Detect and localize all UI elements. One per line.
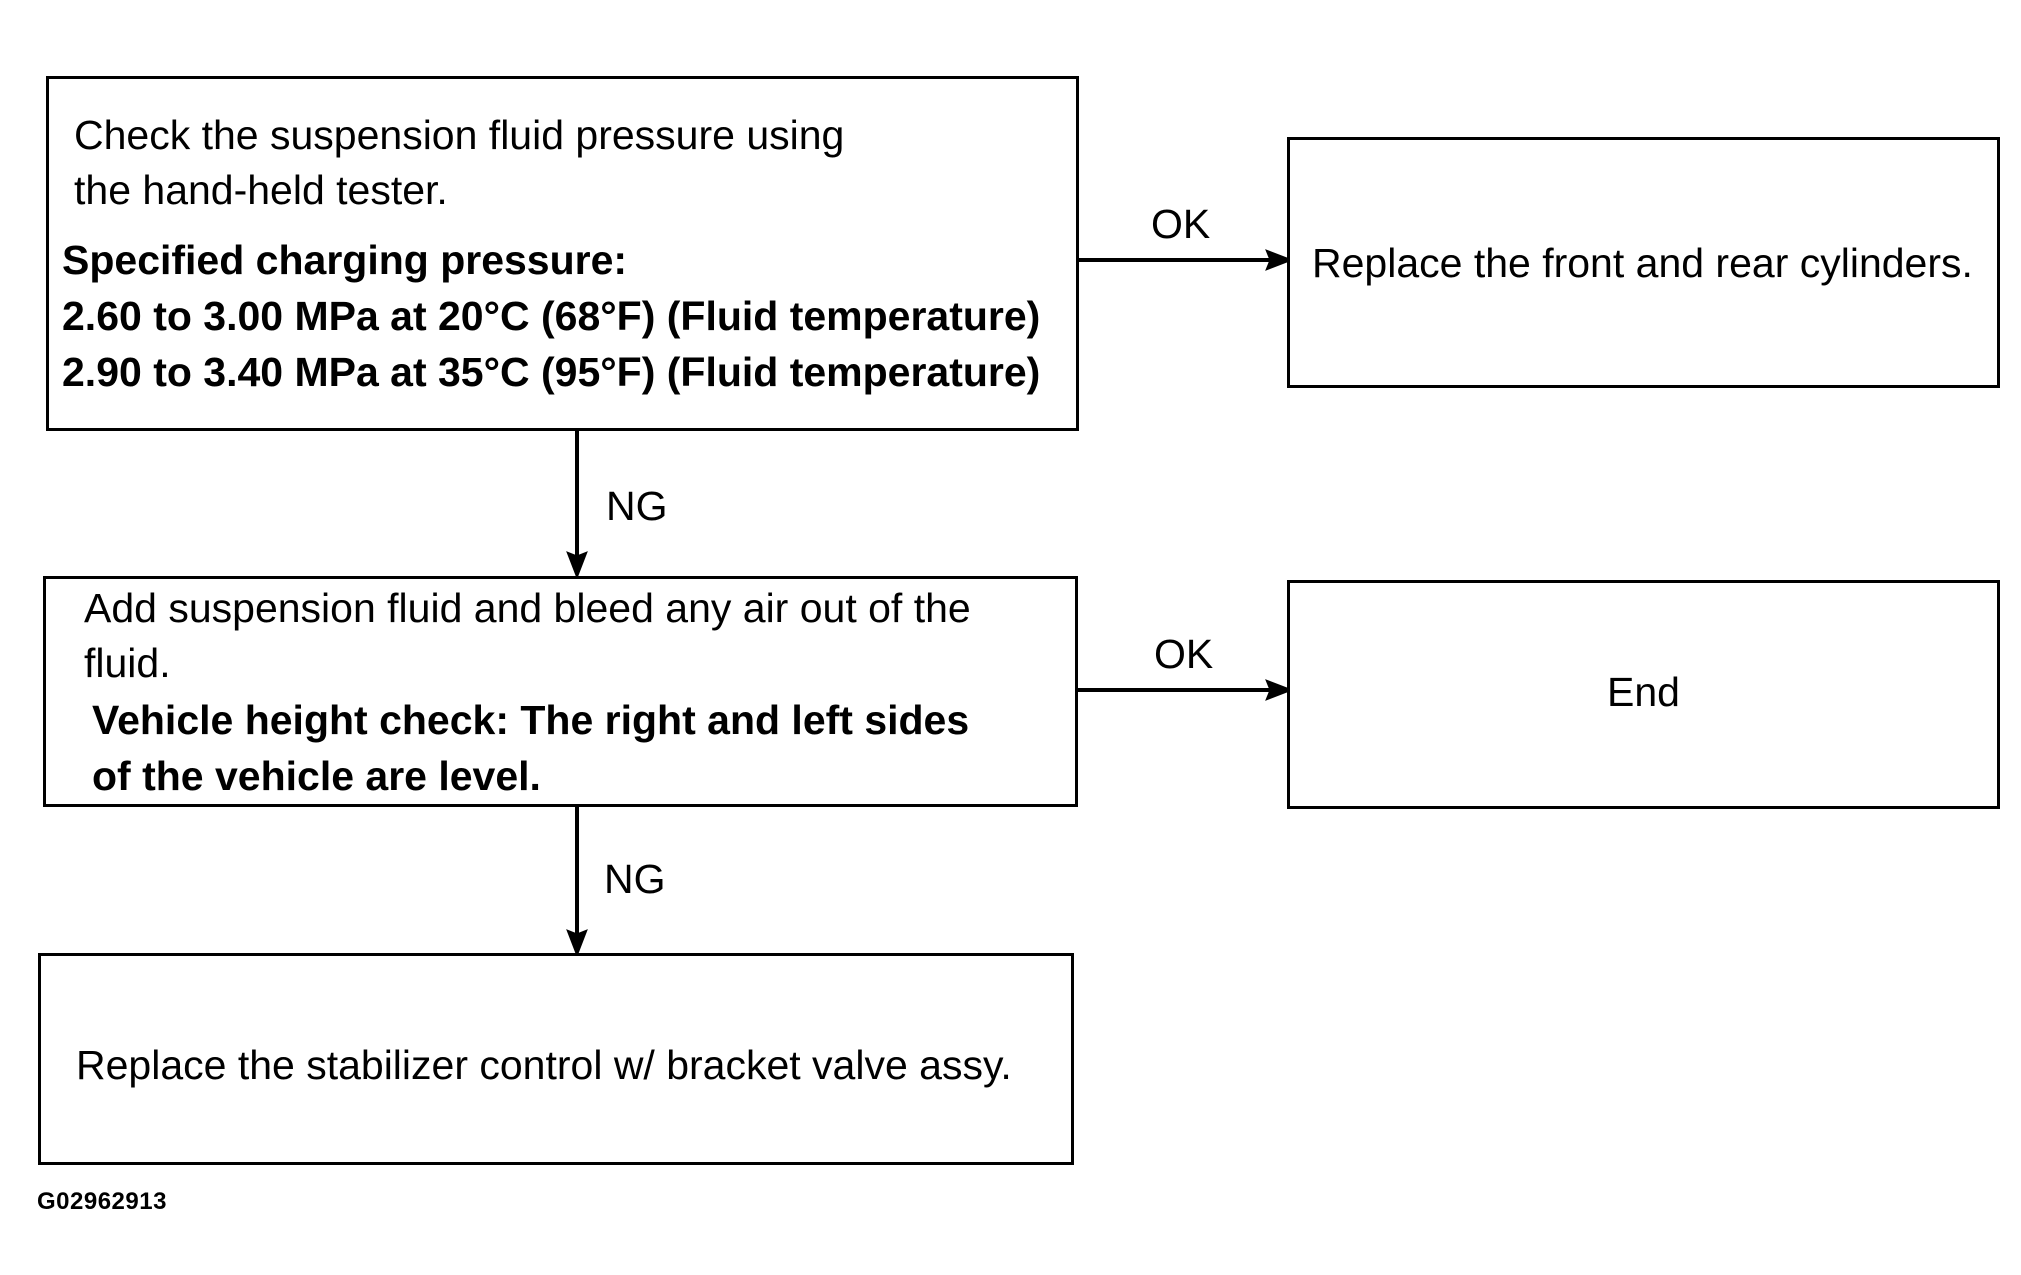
step-3-text: Replace the stabilizer control w/ bracke… <box>76 1042 1012 1088</box>
ok-label-1: OK <box>1151 201 1211 247</box>
result-2-box <box>1287 580 2000 809</box>
figure-id: G02962913 <box>37 1188 167 1215</box>
spec-line-2: 2.90 to 3.40 MPa at 35°C (95°F) (Fluid t… <box>62 349 1041 395</box>
step-2-box <box>43 576 1078 807</box>
result-2-text: End <box>1607 669 1680 715</box>
spec-title: Specified charging pressure: <box>62 237 628 283</box>
step-1-box <box>46 76 1079 431</box>
step-2-line-1: Add suspension fluid and bleed any air o… <box>84 585 971 631</box>
step-2-line-2: fluid. <box>84 640 171 686</box>
ok-label-2: OK <box>1154 631 1214 677</box>
spec-line-1: 2.60 to 3.00 MPa at 20°C (68°F) (Fluid t… <box>62 293 1041 339</box>
ok-arrow-1-head <box>1265 249 1294 271</box>
result-1-box <box>1287 137 2000 388</box>
ng-arrow-1-head <box>566 551 588 580</box>
step-1-line-1: Check the suspension fluid pressure usin… <box>74 112 845 158</box>
step-3-box <box>38 953 1074 1165</box>
ng-label-1: NG <box>606 483 668 529</box>
ok-arrow-2-head <box>1265 679 1294 701</box>
height-check-line-2: of the vehicle are level. <box>92 753 541 799</box>
height-check-line-1: Vehicle height check: The right and left… <box>92 697 970 743</box>
ng-arrow-2-head <box>566 929 588 958</box>
ng-label-2: NG <box>604 856 666 902</box>
result-1-text: Replace the front and rear cylinders. <box>1312 240 1973 286</box>
step-1-line-2: the hand-held tester. <box>74 167 448 213</box>
